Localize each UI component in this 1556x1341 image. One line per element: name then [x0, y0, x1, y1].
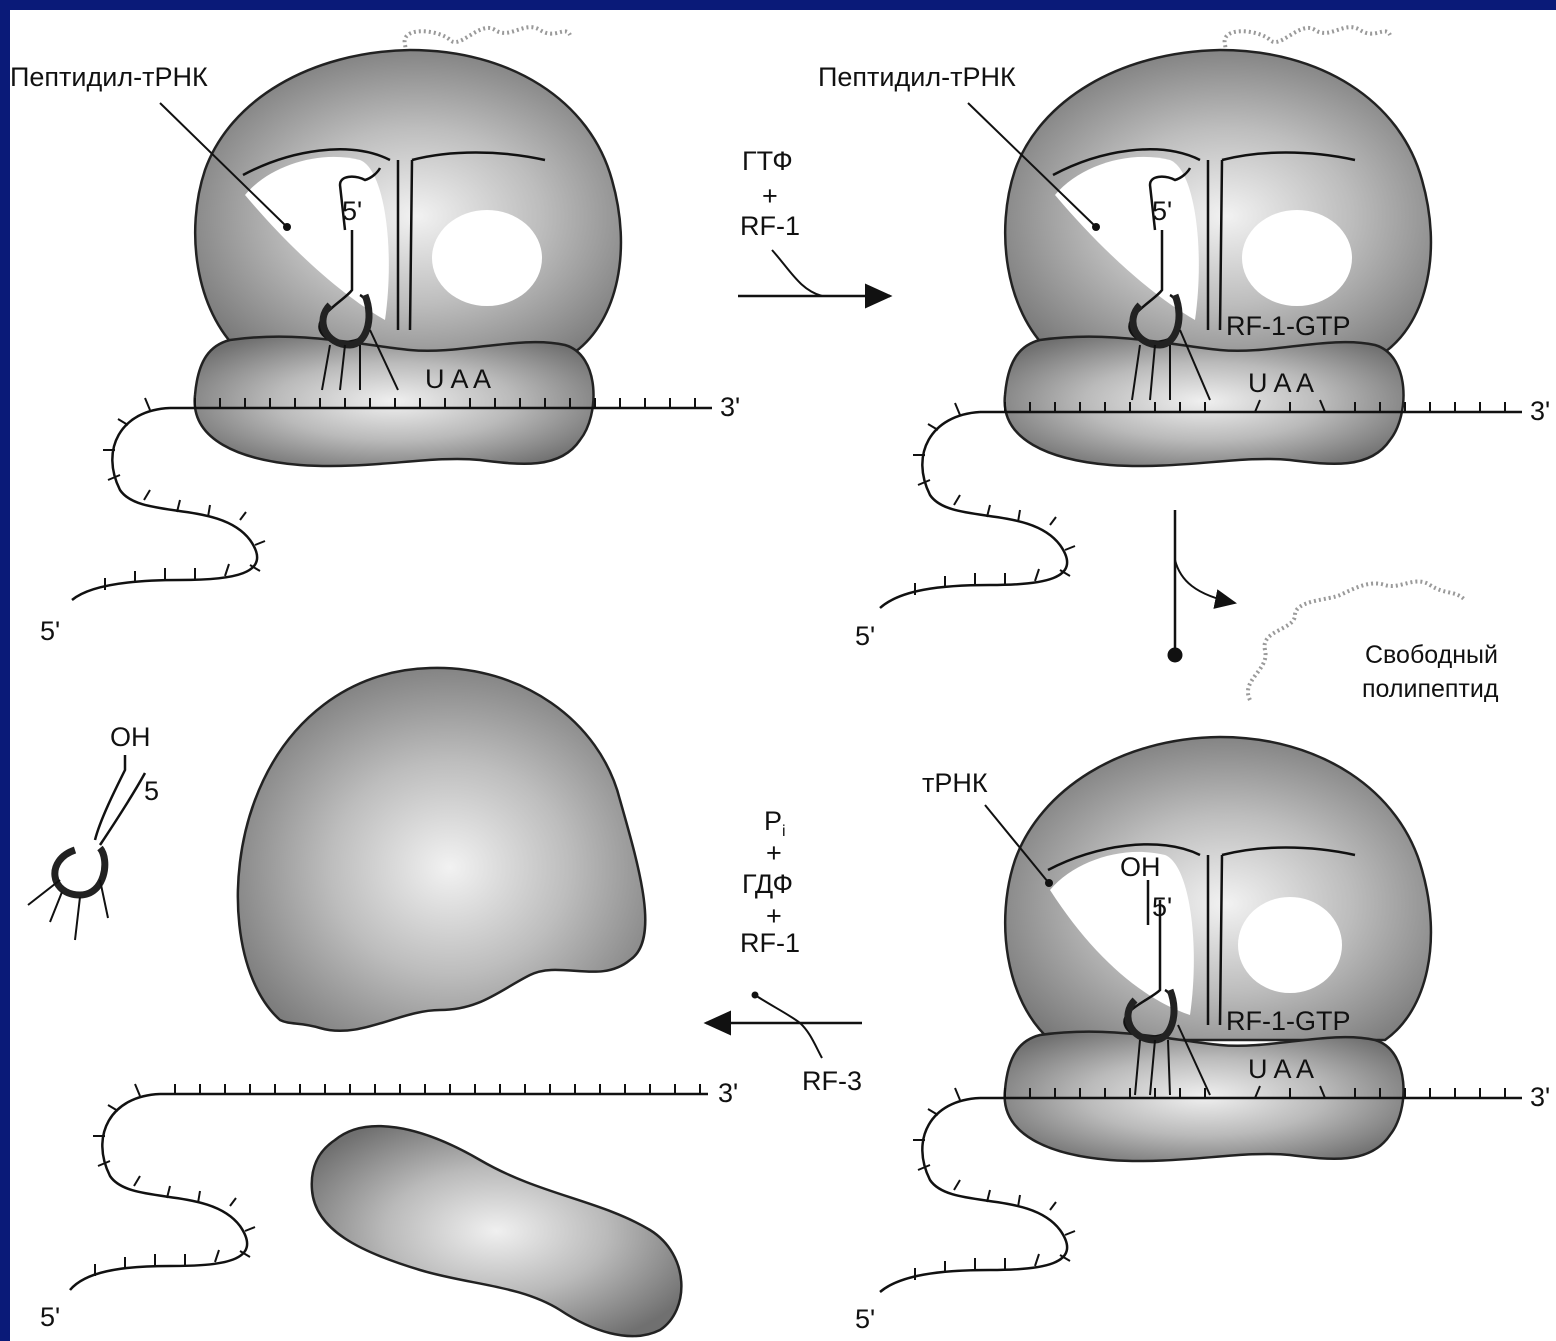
free-mrna-3-label: 3': [718, 1078, 738, 1108]
free-mrna-5-label: 5': [40, 1302, 60, 1332]
arrow-bottom-output-dot: [752, 992, 759, 999]
a-site-cavity: [432, 210, 542, 306]
arrow-bottom-crossing-curve: [755, 995, 822, 1058]
free-polypeptide-label-2: полипептид: [1362, 675, 1499, 703]
arrow-top-line2: +: [762, 181, 778, 211]
arrow-bottom-line3: ГДФ: [742, 869, 793, 899]
free-trna-oh: OH: [110, 722, 151, 752]
free-mrna-ticks: [175, 1084, 700, 1094]
rf3-label: RF-3: [802, 1066, 862, 1096]
peptidyl-trna-label: Пептидил-тРНК: [818, 62, 1016, 92]
free-large-subunit: [238, 668, 645, 1031]
free-mrna-tail: [70, 1094, 247, 1290]
step-arrow-rf1-binding: ГТФ + RF-1: [738, 146, 890, 296]
codon-label: U A A: [1248, 368, 1314, 398]
mrna-ticks: [195, 398, 695, 408]
free-mrna-tail-ticks: [93, 1084, 255, 1276]
arrow-top-line3: RF-1: [740, 211, 800, 241]
pointer-dot: [1092, 223, 1100, 231]
small-subunit: [1005, 337, 1404, 466]
mrna-5-label: 5': [855, 621, 875, 651]
trna-label: тРНК: [922, 768, 988, 798]
ribosome-complex-initial: Пептидил-тРНК 5' U A A 3' 5': [10, 27, 740, 646]
mrna-3-label: 3': [1530, 396, 1550, 426]
arrow-top-line1: ГТФ: [742, 146, 793, 176]
pointer-dot: [1045, 879, 1053, 887]
mrna-5-label: 5': [40, 616, 60, 646]
oh-label: OH: [1120, 852, 1161, 882]
arrow-bottom-line5: RF-1: [740, 928, 800, 958]
ribosome-complex-after-release: тРНК OH 5' RF-1-GTP U A A 3' 5': [855, 737, 1550, 1334]
step-arrow-dissociation: Pi + ГДФ + RF-1 RF-3: [706, 806, 862, 1096]
free-trna-5: 5: [144, 776, 159, 806]
arrow-bottom-line4: +: [766, 901, 782, 931]
codon-label: U A A: [425, 364, 491, 394]
arrow-top-input-curve: [772, 250, 822, 296]
arrow-bottom-line1: Pi: [764, 806, 786, 840]
mrna-5-label: 5': [855, 1304, 875, 1334]
trna-5-label: 5': [1152, 892, 1172, 922]
a-site-cavity: [1238, 897, 1342, 993]
free-trna-anticodon-loop: [55, 848, 105, 895]
mrna-3-label: 3': [720, 392, 740, 422]
pointer-dot: [283, 223, 291, 231]
peptidyl-trna-label: Пептидил-тРНК: [10, 62, 208, 92]
dissociated-components: OH 5 3' 5': [28, 668, 738, 1336]
free-trna: [95, 755, 145, 845]
arrow-right-output-curve: [1175, 560, 1235, 603]
trna-5-label: 5': [1152, 196, 1172, 226]
mrna-3-label: 3': [1530, 1082, 1550, 1112]
codon-label: U A A: [1248, 1054, 1314, 1084]
rf-label: RF-1-GTP: [1226, 1006, 1351, 1036]
a-site-cavity: [1242, 210, 1352, 306]
free-small-subunit: [312, 1126, 682, 1336]
ribosome-complex-rf1-bound: Пептидил-тРНК 5' RF-1-GTP U A A 3' 5': [818, 27, 1550, 651]
rf-label: RF-1-GTP: [1226, 311, 1351, 341]
step-arrow-peptide-release: Свободный полипептид: [1175, 510, 1499, 703]
arrow-bottom-line2: +: [766, 838, 782, 868]
trna-5-label: 5': [342, 196, 362, 226]
free-polypeptide-label-1: Свободный: [1365, 641, 1498, 669]
